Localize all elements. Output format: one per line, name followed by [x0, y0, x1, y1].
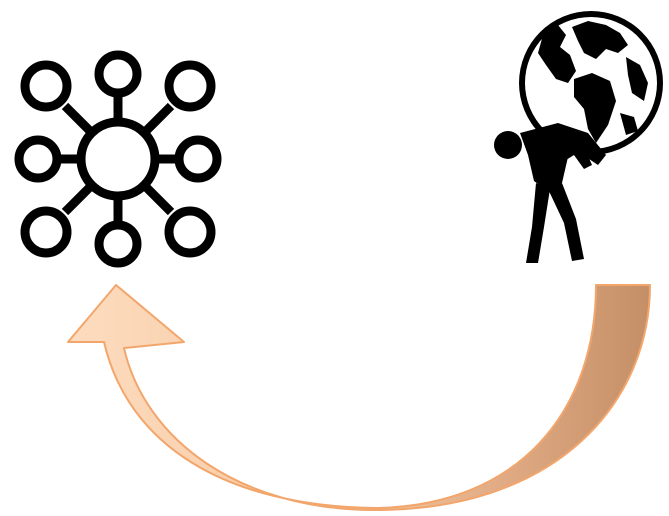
curved-arrow [0, 280, 669, 516]
network-hub-icon [10, 50, 225, 275]
person-carrying-globe-icon [488, 5, 663, 270]
